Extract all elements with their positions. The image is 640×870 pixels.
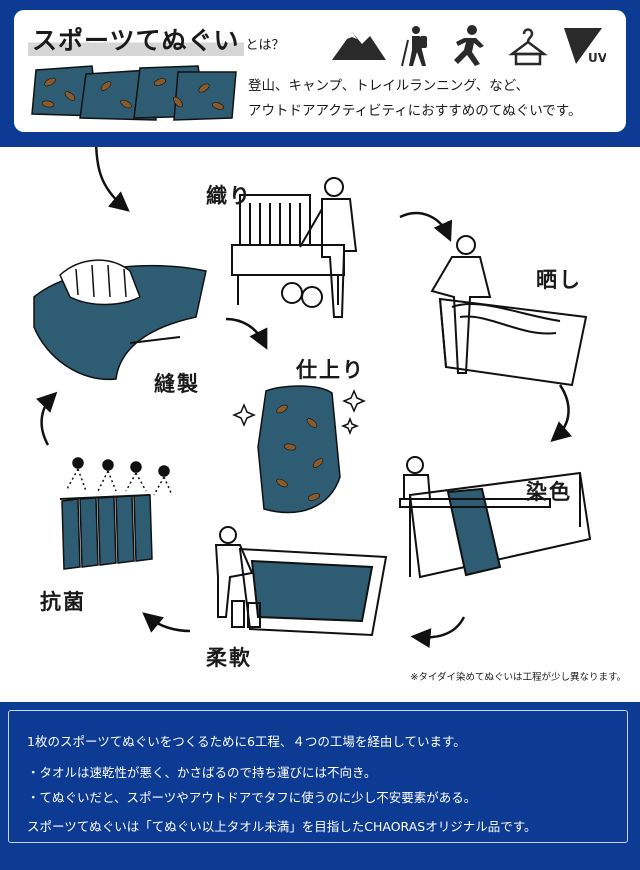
mountain-icon [332,32,386,60]
towel-illustration [31,65,237,121]
label-bleaching: 晒し [536,267,582,292]
finished-towel-illustration [232,385,366,514]
hanger-icon [508,28,548,66]
sewing-illustration [33,259,207,381]
activity-description: 登山、キャンプ、トレイルランニング、など、 アウトドアアクティビティにおすすめの… [248,74,581,124]
info-line-process: 1枚のスポーツてぬぐいをつくるために6工程、４つの工場を経由しています。 [27,734,466,749]
info-line-tenugui: ・てぬぐいだと、スポーツやアウトドアでタフに使うのに少し不安要素がある。 [27,790,477,805]
activity-line-1: 登山、キャンプ、トレイルランニング、など、 [248,78,530,94]
label-antibacterial: 抗菌 [40,589,86,614]
info-line-towel: ・タオルは速乾性が悪く、かさばるので持ち運びには不向き。 [27,765,377,780]
label-finishing: 仕上り [296,357,365,382]
uv-icon: UV [564,28,606,65]
bleaching-illustration [430,235,588,387]
intro-arrow [94,147,130,212]
label-dyeing: 染色 [526,479,572,504]
weaving-illustration [231,177,358,318]
dyeing-illustration [399,456,592,579]
title-group: スポーツてぬぐいとは？ [28,26,285,56]
process-diagram [33,147,592,649]
label-weaving: 織り [206,183,252,208]
antibacterial-illustration [59,457,173,570]
label-softening: 柔軟 [206,645,252,670]
uv-label: UV [588,51,606,65]
info-line-summary: スポーツてぬぐいは「てぬぐい以上タオル未満」を目指したCHAORASオリジナル品… [27,819,537,834]
info-box: 1枚のスポーツてぬぐいをつくるために6工程、４つの工場を経由しています。 ・タオ… [8,710,628,843]
arrow-softening-to-antibacterial [142,612,191,633]
header-card: スポーツてぬぐいとは？ 登山、キャンプ、トレイルランニング、など、 アウトドアア… [14,10,626,132]
arrow-bleaching-to-dyeing [550,384,572,442]
runner-icon [454,25,484,66]
title-suffix: とは？ [245,38,285,53]
hiker-icon [401,26,427,67]
process-note: ※タイダイ染めてぬぐいは工程が少し異なります。 [410,672,626,683]
arrow-dyeing-to-softening [410,616,466,649]
activity-line-2: アウトドアアクティビティにおすすめのてぬぐいです。 [248,103,582,119]
arrow-sewing-to-finishing [225,317,268,350]
arrow-antibacterial-to-sewing [36,391,58,446]
page-title: スポーツてぬぐい [28,26,244,56]
softening-illustration [214,526,388,637]
arrow-weaving-to-bleaching [399,211,453,242]
label-sewing: 縫製 [154,371,200,396]
